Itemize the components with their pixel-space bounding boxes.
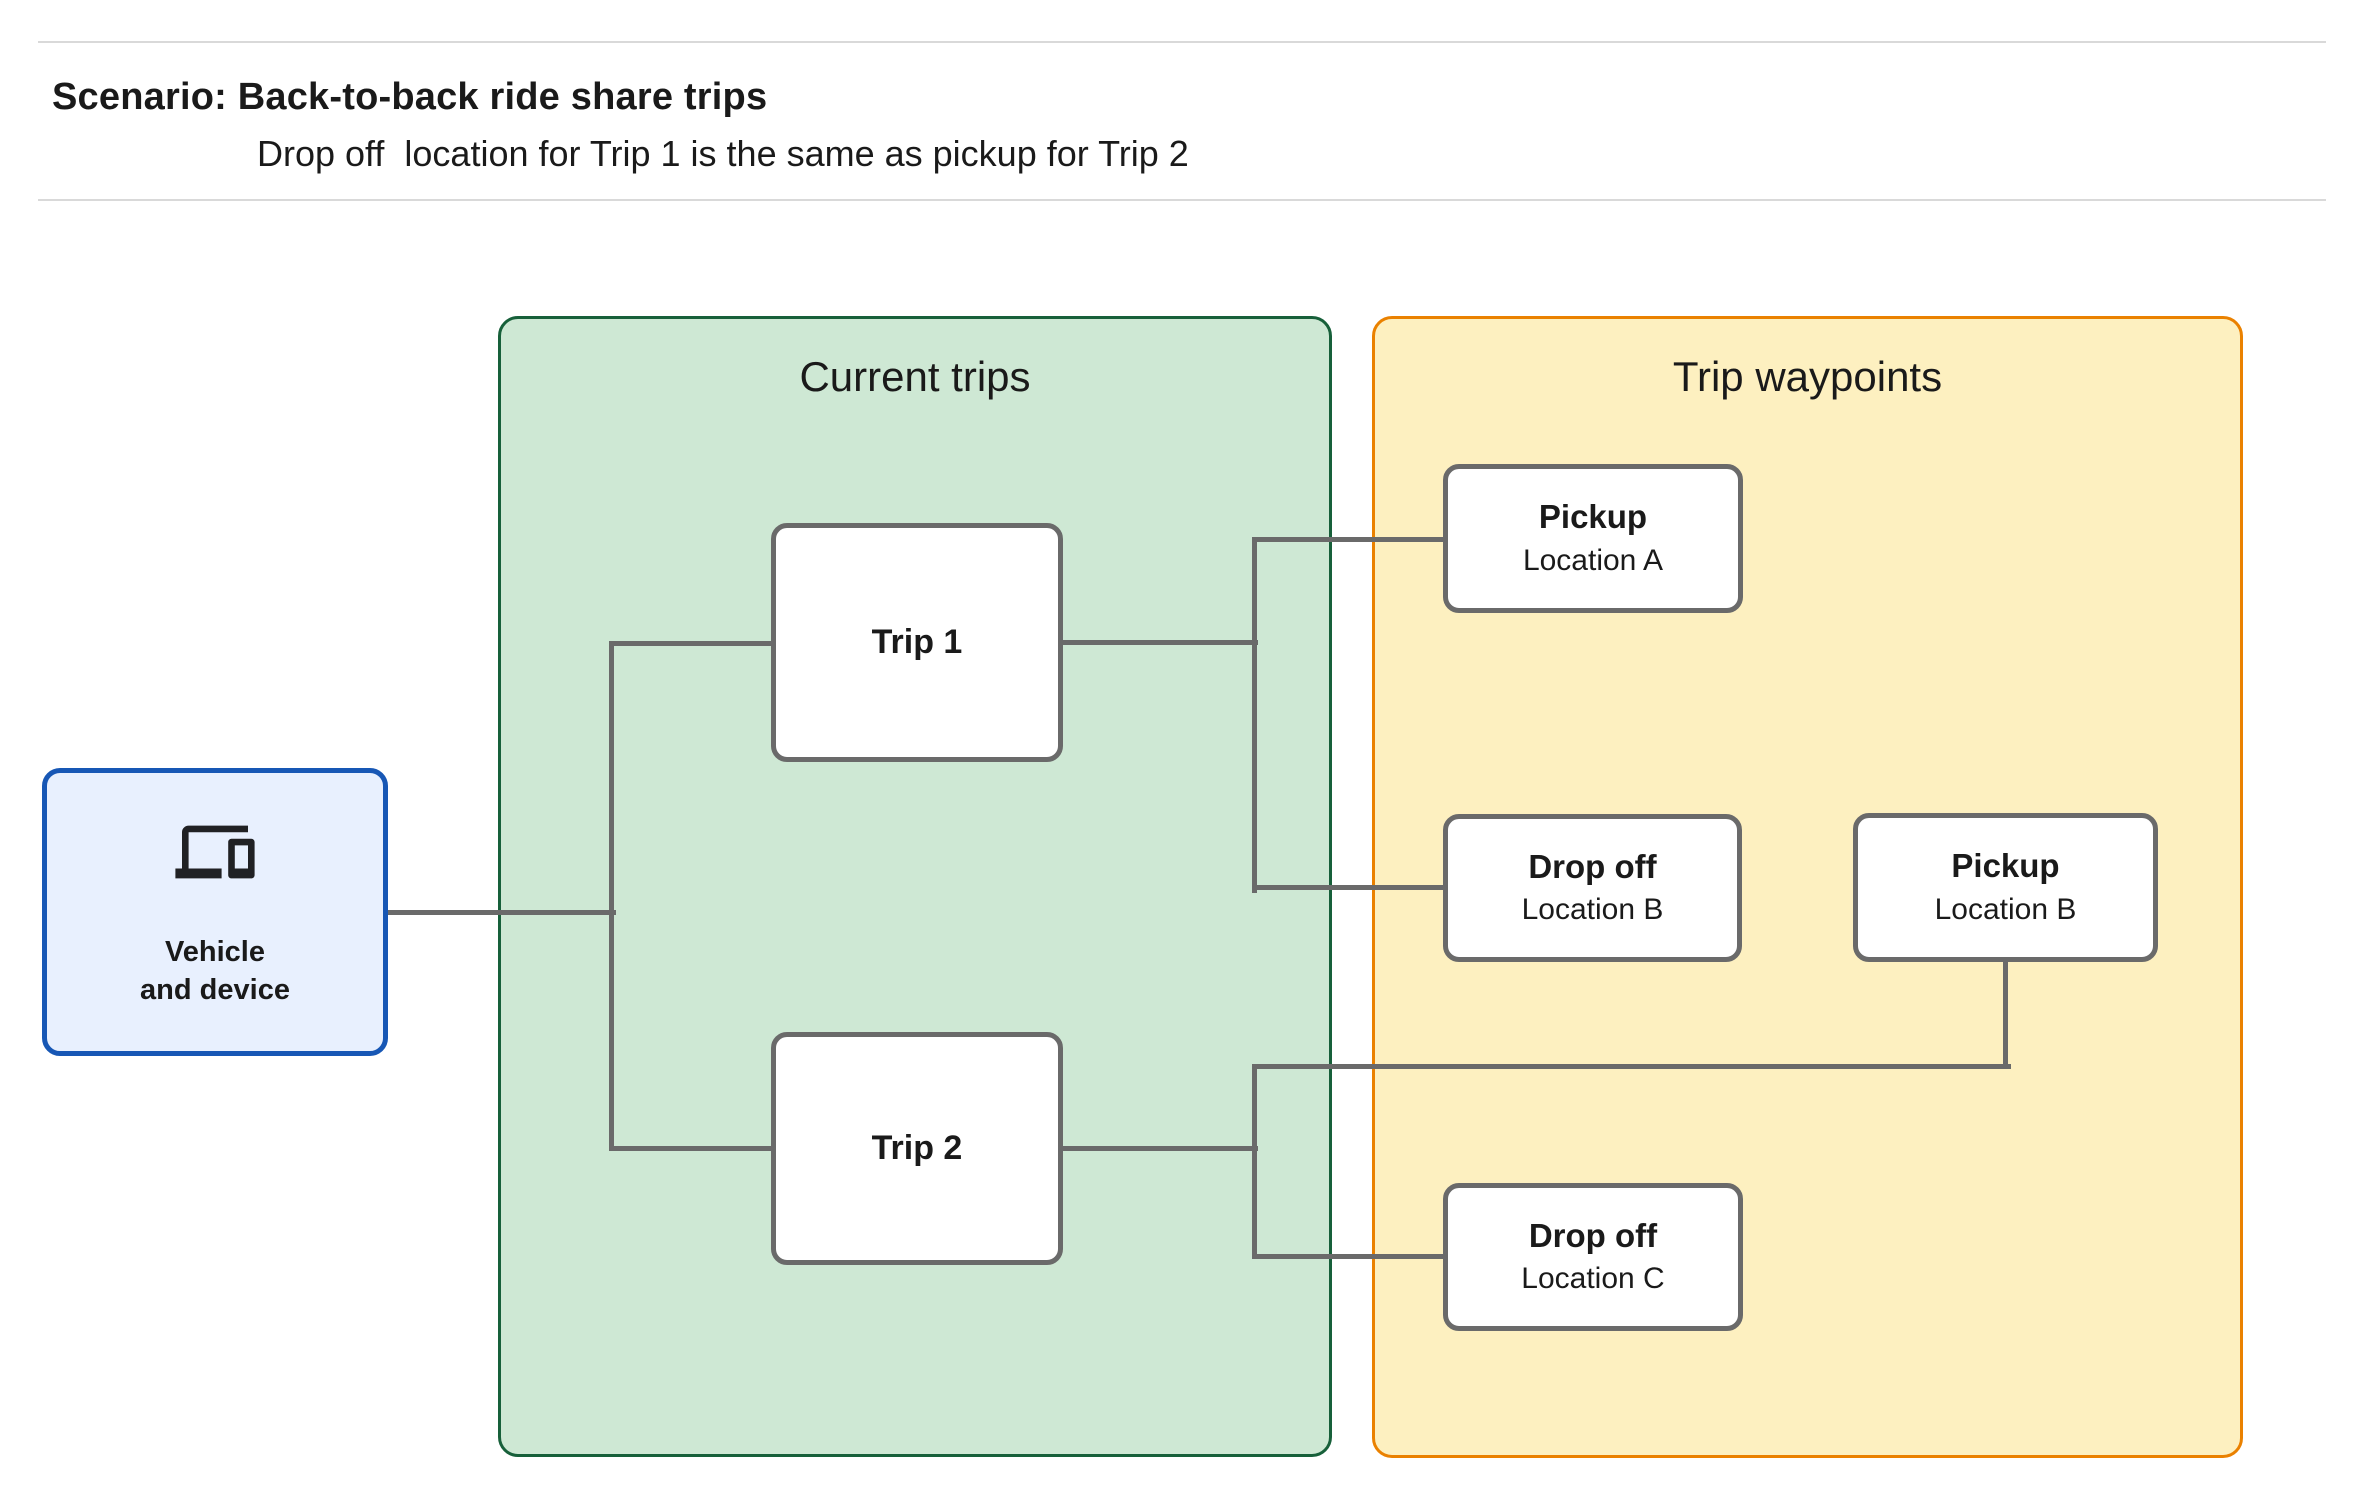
dropoff-c-title: Drop off <box>1528 1216 1658 1254</box>
devices-icon <box>175 825 255 879</box>
current-trips-title: Current trips <box>799 353 1031 400</box>
trip2-label: Trip 2 <box>871 1129 963 1167</box>
vehicle-node-label: Vehicle and device <box>140 933 290 1010</box>
connector-trip1-branch-vertical <box>1252 537 1257 893</box>
vehicle-label-line1: Vehicle <box>165 936 265 968</box>
header-divider <box>38 199 2326 201</box>
trip1-node: Trip 1 <box>771 523 1063 762</box>
vehicle-and-device-node: Vehicle and device <box>42 768 388 1056</box>
connector-left-trunk <box>609 642 614 1151</box>
pickup-b-title: Pickup <box>1951 847 2060 885</box>
pickup-b-location: Location B <box>1934 892 2077 926</box>
dropoff-b-location: Location B <box>1521 893 1664 927</box>
top-divider <box>38 41 2326 43</box>
connector-trunk-to-trip2 <box>609 1146 771 1151</box>
connector-pickup-b-horizontal <box>1252 1064 2011 1069</box>
current-trips-panel: Current trips <box>498 316 1332 1457</box>
connector-trip2-branch-vertical <box>1252 1064 1257 1259</box>
pickup-a-title: Pickup <box>1538 498 1648 536</box>
connector-trip1-to-branch <box>1063 640 1258 645</box>
dropoff-b-title: Drop off <box>1528 847 1657 885</box>
trip1-label: Trip 1 <box>871 623 963 661</box>
page-subtitle: Drop off location for Trip 1 is the same… <box>257 133 1189 174</box>
dropoff-c-location: Location C <box>1521 1262 1665 1296</box>
connector-branch-to-dropoff-b <box>1252 885 1443 890</box>
connector-pickup-b-drop <box>2003 960 2008 1069</box>
connector-vehicle-to-trunk <box>388 910 616 915</box>
connector-branch-to-dropoff-c <box>1252 1254 1443 1259</box>
pickup-location-a-node: Pickup Location A <box>1443 464 1743 613</box>
page-title: Scenario: Back-to-back ride share trips <box>52 76 768 118</box>
dropoff-location-c-node: Drop off Location C <box>1443 1183 1743 1331</box>
connector-branch-to-pickup-a <box>1252 537 1443 542</box>
connector-trip2-to-branch <box>1063 1146 1258 1151</box>
pickup-location-b-node: Pickup Location B <box>1853 813 2158 962</box>
vehicle-label-line2: and device <box>140 974 290 1007</box>
dropoff-location-b-node: Drop off Location B <box>1443 814 1742 962</box>
trip2-node: Trip 2 <box>771 1032 1063 1265</box>
connector-trunk-to-trip1 <box>609 641 771 646</box>
trip-waypoints-title: Trip waypoints <box>1672 353 1943 400</box>
pickup-a-location: Location A <box>1522 543 1664 577</box>
